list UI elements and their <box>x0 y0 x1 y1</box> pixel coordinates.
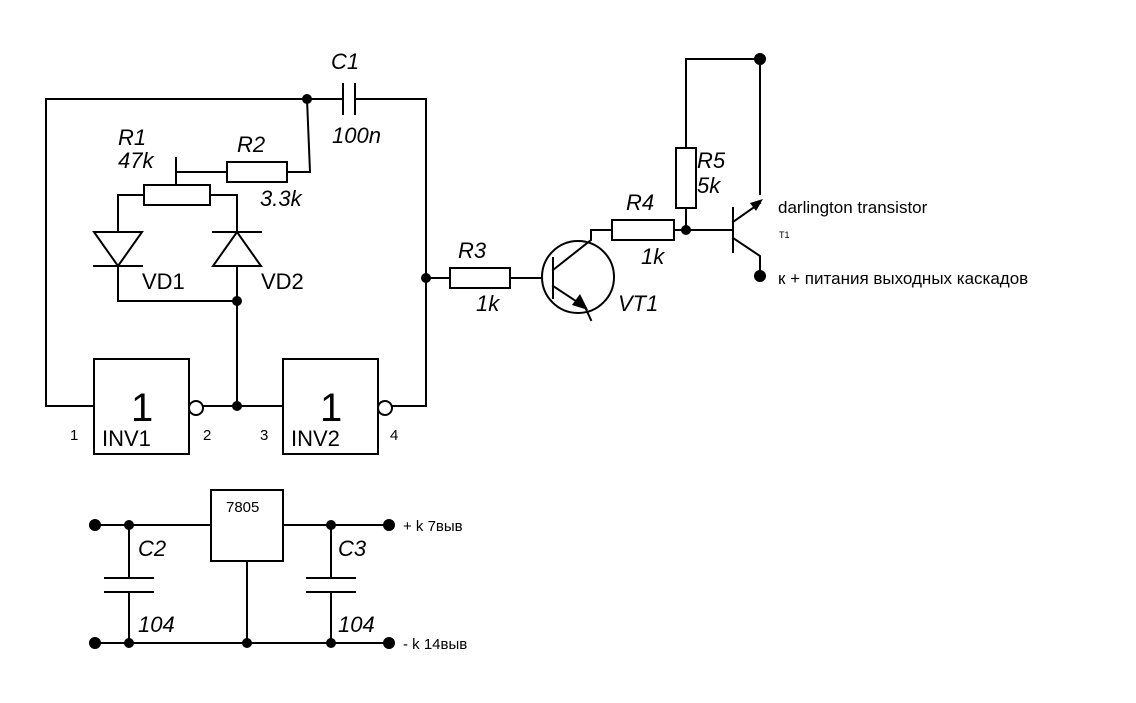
inverter-inv1 <box>93 358 204 455</box>
r4-value: 1k <box>641 244 665 269</box>
capacitor-c3 <box>306 577 356 593</box>
inv1-symbol: 1 <box>131 386 153 430</box>
c3-name: C3 <box>338 536 367 561</box>
vd1-label: VD1 <box>142 269 185 294</box>
oscillator-wires <box>45 97 554 407</box>
r3-name: R3 <box>458 238 487 263</box>
r1-name: R1 <box>118 125 146 150</box>
r5-name: R5 <box>697 148 726 173</box>
t1-label: T1 <box>779 230 790 240</box>
vd2-label: VD2 <box>261 269 304 294</box>
pin-1-label: 1 <box>70 427 78 444</box>
r1-value: 47k <box>118 148 154 173</box>
resistor-r4 <box>611 219 734 241</box>
inv2-symbol: 1 <box>320 386 342 430</box>
resistor-r3 <box>449 267 511 289</box>
c1-value: 100n <box>332 123 381 148</box>
c2-value: 104 <box>138 612 175 637</box>
r5-value: 5k <box>697 173 721 198</box>
power-output-label: к + питания выходных каскадов <box>778 269 1028 288</box>
regulator-label: 7805 <box>226 499 259 516</box>
regulator-7805 <box>210 489 284 562</box>
capacitor-c2 <box>104 577 154 593</box>
c2-name: C2 <box>138 536 166 561</box>
minus-pin-label: - k 14выв <box>403 636 467 653</box>
capacitor-c1 <box>342 83 356 115</box>
r4-name: R4 <box>626 190 654 215</box>
r2-value: 3.3k <box>260 186 303 211</box>
r3-value: 1k <box>476 291 500 316</box>
pin-3-label: 3 <box>260 427 268 444</box>
diode-vd1 <box>92 231 144 268</box>
inv2-name: INV2 <box>291 426 340 451</box>
pin-2-label: 2 <box>203 427 211 444</box>
darlington-label: darlington transistor <box>778 198 928 217</box>
c3-value: 104 <box>338 612 375 637</box>
plus-pin-label: + k 7выв <box>403 518 463 535</box>
resistor-r2 <box>226 161 288 183</box>
resistor-r5 <box>675 58 761 231</box>
junction-dots <box>89 53 766 649</box>
r2-name: R2 <box>237 132 265 157</box>
pin-4-label: 4 <box>390 427 398 444</box>
vt1-label: VT1 <box>618 291 658 316</box>
darlington-transistor <box>731 199 763 277</box>
inverter-inv2 <box>282 358 393 455</box>
diode-vd2 <box>211 230 263 267</box>
inv1-name: INV1 <box>102 426 151 451</box>
potentiometer-r1 <box>143 157 211 206</box>
c1-name: C1 <box>331 49 359 74</box>
transistor-vt1 <box>541 229 615 322</box>
